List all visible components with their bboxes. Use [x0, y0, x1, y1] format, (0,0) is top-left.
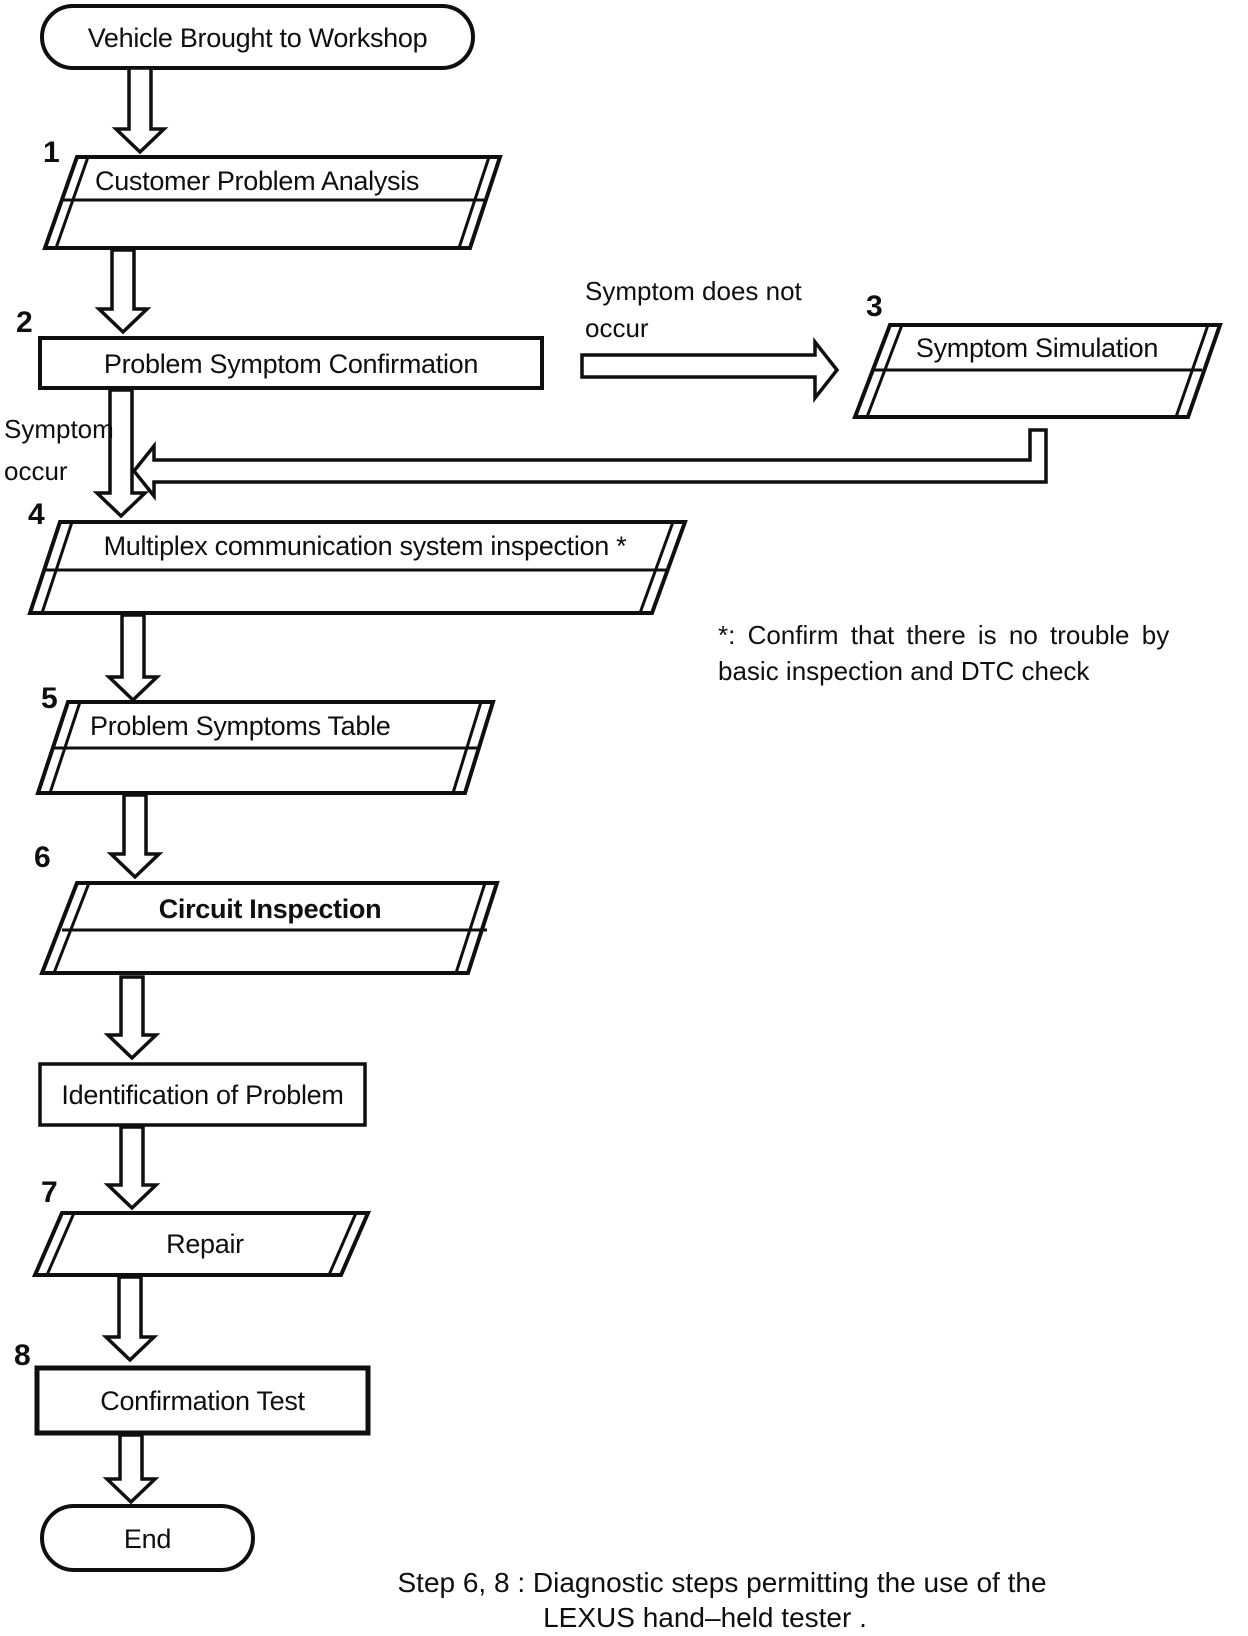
arrow-step6-to-identification — [103, 975, 161, 1061]
arrow-start-to-step1 — [111, 66, 169, 155]
flow-arrows-down — [92, 66, 169, 1505]
branch-occur-label-line2: occur — [4, 456, 68, 486]
identification-rectangle — [38, 1062, 367, 1127]
step5-parallelogram — [35, 700, 496, 795]
step2-number: 2 — [16, 306, 33, 339]
step7-label: Repair — [166, 1229, 244, 1259]
step3-parallelogram — [852, 323, 1223, 419]
step5-number: 5 — [41, 682, 58, 715]
arrow-step5-to-step6 — [106, 793, 164, 880]
step7-inner-slant-right — [327, 1212, 358, 1276]
arrow-identification-to-step7 — [103, 1125, 161, 1211]
branch-not-occur-label-line1: Symptom does not — [585, 276, 802, 306]
branch-occur-label-line1: Symptom — [4, 414, 114, 444]
step5-label: Problem Symptoms Table — [90, 711, 391, 741]
identification-label: Identification of Problem — [61, 1080, 344, 1110]
step6-number: 6 — [34, 841, 51, 874]
step1-parallelogram — [42, 155, 503, 250]
step1-inner-slant-right — [457, 156, 491, 249]
start-terminator-label: Vehicle Brought to Workshop — [87, 23, 428, 53]
figure-caption-line1: Step 6, 8 : Diagnostic steps permitting … — [397, 1567, 1047, 1598]
step7-parallelogram — [31, 1211, 372, 1277]
step2-rectangle — [38, 336, 544, 390]
step8-label: Confirmation Test — [100, 1386, 305, 1416]
arrow-step4-to-step5 — [104, 613, 162, 703]
branch-not-occur-label-line2: occur — [585, 313, 649, 343]
step1-label: Customer Problem Analysis — [95, 166, 420, 196]
step7-inner-slant-left — [45, 1212, 76, 1276]
step2-label: Problem Symptom Confirmation — [103, 349, 479, 379]
figure-caption-line2: LEXUS hand–held tester . — [543, 1602, 867, 1633]
step6-parallelogram — [39, 881, 500, 975]
arrow-step3-return — [131, 428, 1048, 501]
step1-number: 1 — [43, 136, 60, 169]
arrow-step2-to-step3 — [580, 336, 840, 404]
asterisk-note-line1: *: Confirm that there is no trouble by — [718, 620, 1170, 650]
step8-number: 8 — [14, 1339, 31, 1372]
step4-parallelogram — [27, 520, 688, 615]
end-terminator-shape — [40, 1504, 255, 1572]
step4-label: Multiplex communication system inspectio… — [103, 531, 627, 561]
step1-inner-slant-left — [54, 156, 90, 249]
start-terminator-shape — [40, 4, 475, 70]
step3-number: 3 — [866, 290, 883, 323]
step8-rectangle — [34, 1365, 371, 1436]
step6-inner-slant-left — [52, 882, 91, 974]
step6-label: Circuit Inspection — [158, 894, 382, 924]
step4-inner-slant-right — [638, 521, 675, 614]
step7-number: 7 — [41, 1176, 58, 1209]
end-terminator-label: End — [123, 1524, 172, 1554]
step4-inner-slant-left — [40, 521, 74, 614]
step6-inner-slant-right — [454, 882, 487, 974]
arrow-step2-to-step4 — [92, 388, 150, 519]
arrow-step1-to-step2 — [94, 248, 152, 335]
asterisk-note-line2: basic inspection and DTC check — [718, 656, 1090, 686]
arrow-step8-to-end — [102, 1433, 160, 1505]
step4-number: 4 — [28, 498, 45, 531]
step3-label: Symptom Simulation — [915, 333, 1159, 363]
arrow-step7-to-step8 — [101, 1275, 159, 1363]
